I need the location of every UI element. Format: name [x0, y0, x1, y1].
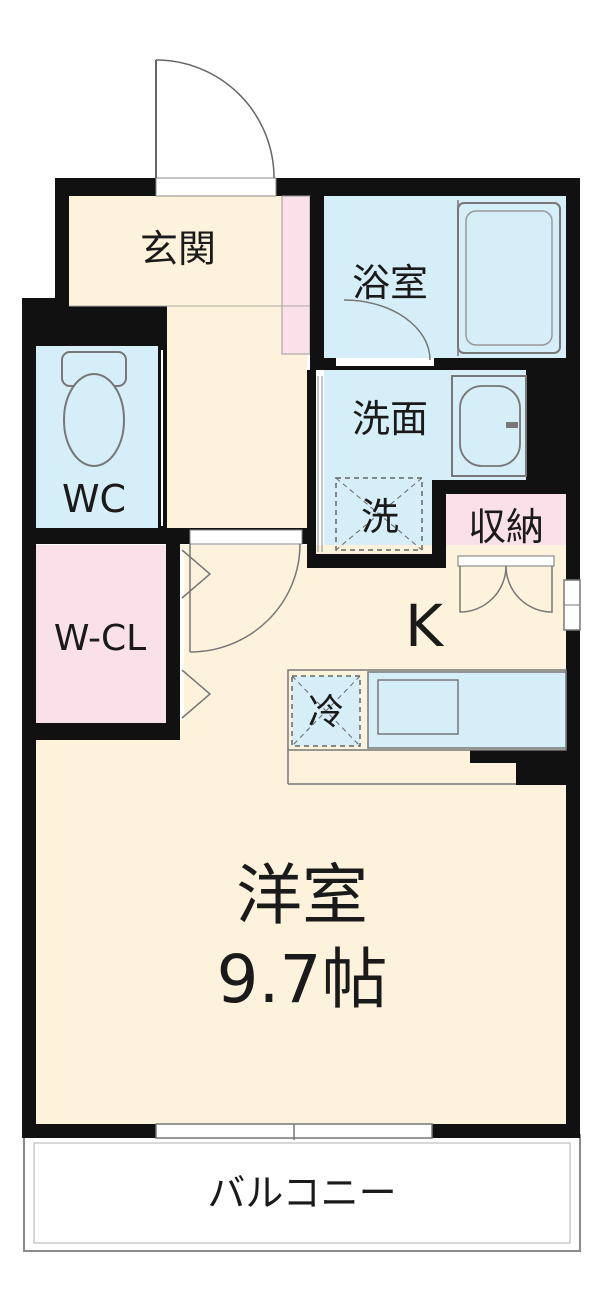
wall-wash-right	[526, 370, 566, 492]
toilet-label: WC	[62, 477, 126, 521]
wall-wash-storage	[432, 480, 446, 568]
balcony-area	[23, 1134, 581, 1252]
storage-label: 収納	[468, 505, 544, 549]
bathtub	[457, 202, 561, 354]
western-room-size: 9.7帖	[217, 941, 388, 1018]
faucet	[506, 422, 518, 428]
washer-label: 洗	[361, 495, 399, 539]
room-floor	[36, 740, 566, 1124]
outer-wall-right	[566, 178, 580, 1138]
closet-label: W-CL	[54, 618, 146, 659]
entrance-door-gap	[155, 177, 277, 197]
outer-wall-entrance-left	[55, 178, 69, 300]
fridge-label: 冷	[308, 692, 344, 733]
bathroom-label: 浴室	[352, 261, 428, 305]
washer-pan-diag-2	[335, 477, 423, 551]
storage-door-frame	[457, 555, 555, 567]
wall-wash-bottom	[316, 554, 446, 568]
toilet-bowl	[63, 373, 125, 467]
entrance-label: 玄関	[140, 227, 216, 271]
wall-cl-right	[166, 544, 180, 740]
western-room-label: 洋室	[236, 857, 368, 934]
hall-door-swing	[189, 543, 301, 653]
wall-bath-left	[310, 196, 324, 368]
wall-hall-right	[307, 370, 316, 568]
washbasin-bowl	[459, 385, 521, 467]
storage-floor	[446, 494, 566, 554]
balcony-inner-rail	[33, 1142, 571, 1244]
balcony-label: バルコニー	[207, 1171, 396, 1215]
outer-wall-left	[22, 298, 36, 1138]
outer-wall-top	[55, 178, 580, 196]
storage-door-swing-right	[505, 565, 553, 613]
bath-door-swing	[343, 299, 431, 361]
washer-pan	[335, 477, 423, 551]
fridge-diag-2	[291, 675, 361, 747]
wall-storage-top	[432, 480, 566, 494]
washroom-label: 洗面	[352, 397, 428, 441]
kitchen-pillar	[516, 745, 566, 785]
bathtub-inner	[465, 210, 553, 346]
entrance-door-swing	[155, 59, 275, 179]
storage-door-swing-left	[459, 565, 507, 613]
shoe-rack	[281, 195, 311, 355]
closet-folding-door-top	[181, 549, 212, 599]
kitchen-sink-bowl	[377, 679, 459, 735]
closet-folding-door-bottom	[181, 669, 212, 719]
closet-floor	[36, 545, 166, 723]
wall-cl-bottom	[22, 723, 180, 740]
hall-door-gap	[189, 529, 303, 545]
entrance-floor	[69, 196, 282, 306]
kitchen-label: K	[405, 592, 445, 660]
